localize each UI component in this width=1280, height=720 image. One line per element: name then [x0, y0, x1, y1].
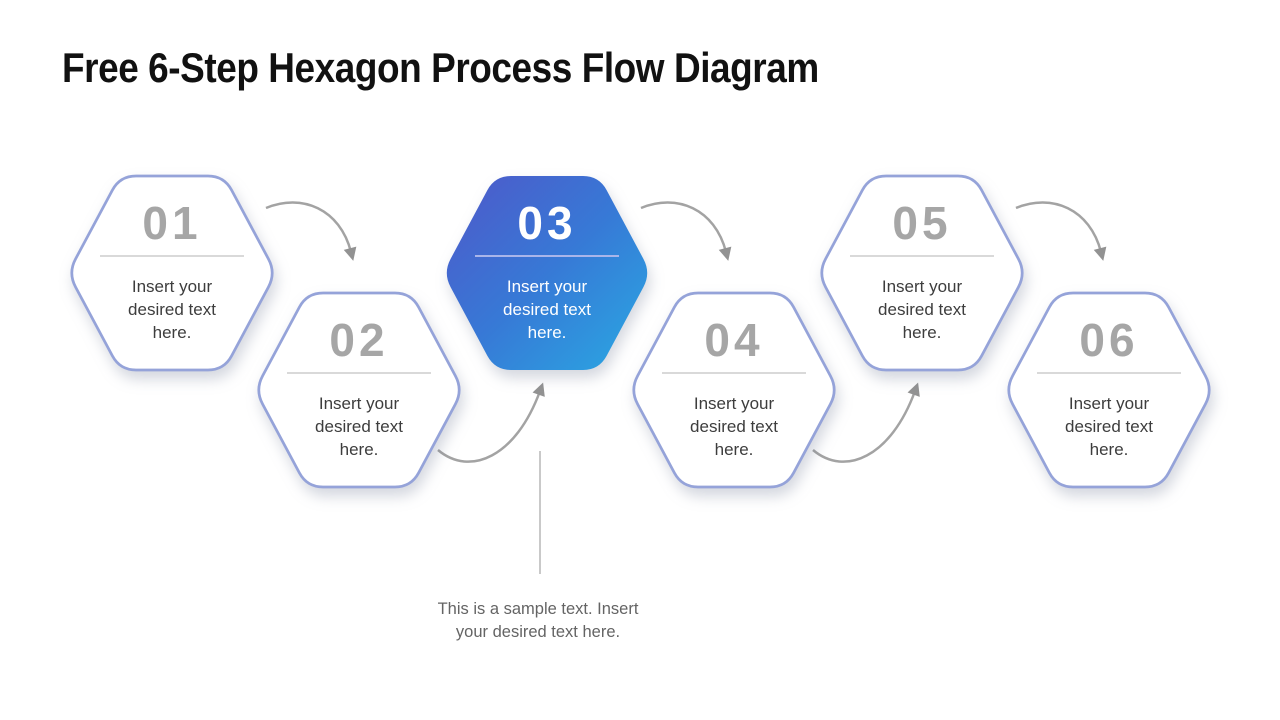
step-text: Insert your desired text here.	[128, 277, 216, 342]
step-text: Insert your desired text here.	[1065, 394, 1153, 459]
hexagon-step-4: 04 Insert your desired text here.	[630, 291, 838, 489]
divider-line	[287, 372, 431, 374]
divider-line	[100, 255, 244, 257]
step-text: Insert your desired text here.	[503, 277, 591, 342]
step-number: 03	[517, 197, 577, 249]
step-text: Insert your desired text here.	[690, 394, 778, 459]
divider-line	[850, 255, 994, 257]
step-text: Insert your desired text here.	[315, 394, 403, 459]
arrow-1-2-icon	[265, 201, 357, 261]
step-number: 02	[329, 314, 389, 366]
hexagon-step-2: 02 Insert your desired text here.	[255, 291, 463, 489]
hexagon-step-3-highlighted: 03 Insert your desired text here.	[443, 176, 651, 370]
hexagon-content: 02 Insert your desired text here.	[255, 293, 463, 487]
arrow-3-4-icon	[640, 201, 732, 261]
slide-title: Free 6-Step Hexagon Process Flow Diagram	[62, 44, 819, 91]
hexagon-shape-icon	[820, 174, 1024, 372]
hexagon-content: 03 Insert your desired text here.	[443, 176, 651, 370]
divider-line	[1037, 372, 1181, 374]
callout-connector-line	[539, 451, 541, 574]
hexagon-shape-icon	[632, 291, 836, 489]
hexagon-content: 05 Insert your desired text here.	[818, 176, 1026, 370]
callout-sample-text: This is a sample text. Insert your desir…	[437, 600, 639, 641]
divider-line	[475, 255, 619, 257]
hexagon-shape-icon	[70, 174, 274, 372]
step-number: 01	[142, 197, 202, 249]
hexagon-content: 06 Insert your desired text here.	[1005, 293, 1213, 487]
hexagon-step-6: 06 Insert your desired text here.	[1005, 291, 1213, 489]
hexagon-shape-icon	[1007, 291, 1211, 489]
step-number: 05	[892, 197, 952, 249]
divider-line	[662, 372, 806, 374]
step-number: 06	[1079, 314, 1139, 366]
hexagon-shape-icon	[446, 176, 648, 370]
hexagon-shape-icon	[257, 291, 461, 489]
hexagon-step-5: 05 Insert your desired text here.	[818, 174, 1026, 372]
step-text: Insert your desired text here.	[878, 277, 966, 342]
arrow-5-6-icon	[1015, 201, 1107, 261]
hexagon-content: 04 Insert your desired text here.	[630, 293, 838, 487]
hexagon-step-1: 01 Insert your desired text here.	[68, 174, 276, 372]
step-number: 04	[704, 314, 764, 366]
hexagon-content: 01 Insert your desired text here.	[68, 176, 276, 370]
